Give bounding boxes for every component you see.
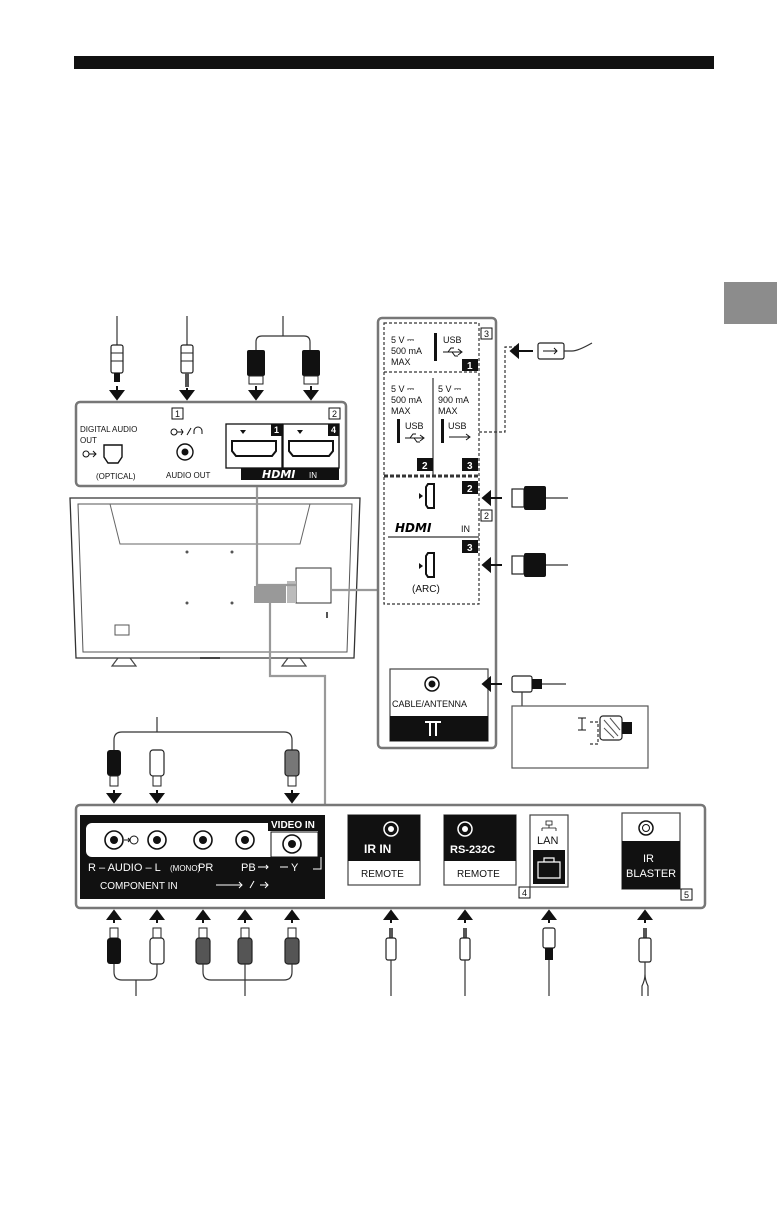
composite-cable	[107, 717, 299, 802]
pb-label: PB	[241, 862, 256, 874]
usb2-voltage: 5 V ⎓	[391, 384, 414, 394]
usb2-current: 500 mA	[391, 395, 422, 405]
rs232c-remote-label: REMOTE	[457, 869, 500, 880]
y-label: Y	[291, 862, 299, 874]
coax-cable-plug	[512, 676, 532, 692]
ir-in-label: IR IN	[364, 842, 391, 856]
ir-blaster-cable	[639, 928, 651, 996]
usb3-voltage: 5 V ⎓	[438, 384, 461, 394]
lan-label: LAN	[537, 835, 558, 847]
usb3-max: MAX	[438, 406, 458, 416]
usb1-number: 1	[467, 361, 473, 372]
component-rca-cable	[196, 928, 299, 996]
hdmi-arc-label: (ARC)	[412, 584, 440, 595]
pr-label: PR	[198, 862, 213, 874]
rs232c-label: RS-232C	[450, 844, 495, 856]
coax-inset-box	[512, 706, 648, 768]
hdmi-in-label-top: IN	[309, 471, 317, 480]
usb1-label: USB	[443, 335, 462, 345]
ir-in-cable	[386, 928, 396, 996]
rca-plug-r	[107, 750, 121, 786]
audio-out-label: AUDIO OUT	[166, 471, 211, 480]
mono-label: (MONO)	[170, 864, 201, 873]
component-in-label: COMPONENT IN	[100, 881, 178, 892]
hdmi2-number: 2	[467, 484, 473, 495]
bottom-cables	[107, 911, 651, 996]
ir-blaster-label-line1: IR	[643, 853, 654, 865]
top-cables	[111, 316, 320, 399]
usb2-label: USB	[405, 421, 424, 431]
hdmi-logo-top: HDMI	[262, 468, 295, 481]
hdmi-cable-side-2	[512, 556, 524, 574]
usb2-max: MAX	[391, 406, 411, 416]
hdmi-in-label-side: IN	[461, 524, 470, 534]
rca-plug-l	[150, 750, 164, 786]
usb1-voltage: 5 V ⎓	[391, 335, 414, 345]
lan-cable	[543, 928, 555, 996]
usb3-current: 900 mA	[438, 395, 469, 405]
bottom-connector-panel: VIDEO IN R – AUDIO – L (MONO) PR PB Y CO…	[76, 805, 705, 908]
side-cables	[479, 343, 648, 768]
usb3-number: 3	[467, 461, 473, 472]
video-in-label: VIDEO IN	[271, 820, 315, 831]
antenna-label: CABLE/ANTENNA	[392, 699, 467, 709]
ir-remote-label: REMOTE	[361, 869, 404, 880]
hdmi-logo-side: HDMI	[395, 521, 432, 535]
usb1-current: 500 mA	[391, 346, 422, 356]
badge-5: 5	[684, 890, 689, 900]
top-connector-panel: DIGITAL AUDIO OUT (OPTICAL) 1 AUDIO OUT …	[76, 402, 346, 486]
side-connector-panel: 3 5 V ⎓ 500 mA MAX USB 1 5 V ⎓ 500 mA MA…	[378, 318, 496, 748]
audio-rca-cable	[107, 928, 164, 996]
usb1-max: MAX	[391, 357, 411, 367]
badge-2: 2	[332, 409, 337, 419]
optical-label-line1: DIGITAL AUDIO	[80, 425, 137, 434]
optical-cable-plug	[111, 345, 123, 373]
audio-cable-plug	[181, 345, 193, 373]
side-tab	[724, 282, 777, 324]
hdmi3-number: 3	[467, 543, 473, 554]
badge-3: 3	[484, 329, 489, 339]
rs232c-cable	[460, 928, 470, 996]
ir-blaster-label-line2: BLASTER	[626, 868, 676, 880]
rca-plug-video	[285, 750, 299, 786]
hdmi-cable-plug-1	[247, 350, 265, 376]
optical-sub-label: (OPTICAL)	[96, 472, 136, 481]
hdmi-cable-plug-2	[302, 350, 320, 376]
tv-rear-view	[70, 498, 360, 666]
badge-4: 4	[522, 888, 527, 898]
optical-label-line2: OUT	[80, 436, 97, 445]
usb2-number: 2	[422, 461, 428, 472]
hdmi-port-4-number: 4	[331, 425, 336, 435]
usb3-label: USB	[448, 421, 467, 431]
badge-1: 1	[175, 409, 180, 419]
badge-2-side: 2	[484, 511, 489, 521]
header-bar	[74, 56, 714, 69]
audio-rl-label: R – AUDIO – L	[88, 862, 161, 874]
hdmi-port-1-number: 1	[274, 425, 279, 435]
hdmi-cable-side-1	[512, 489, 524, 507]
